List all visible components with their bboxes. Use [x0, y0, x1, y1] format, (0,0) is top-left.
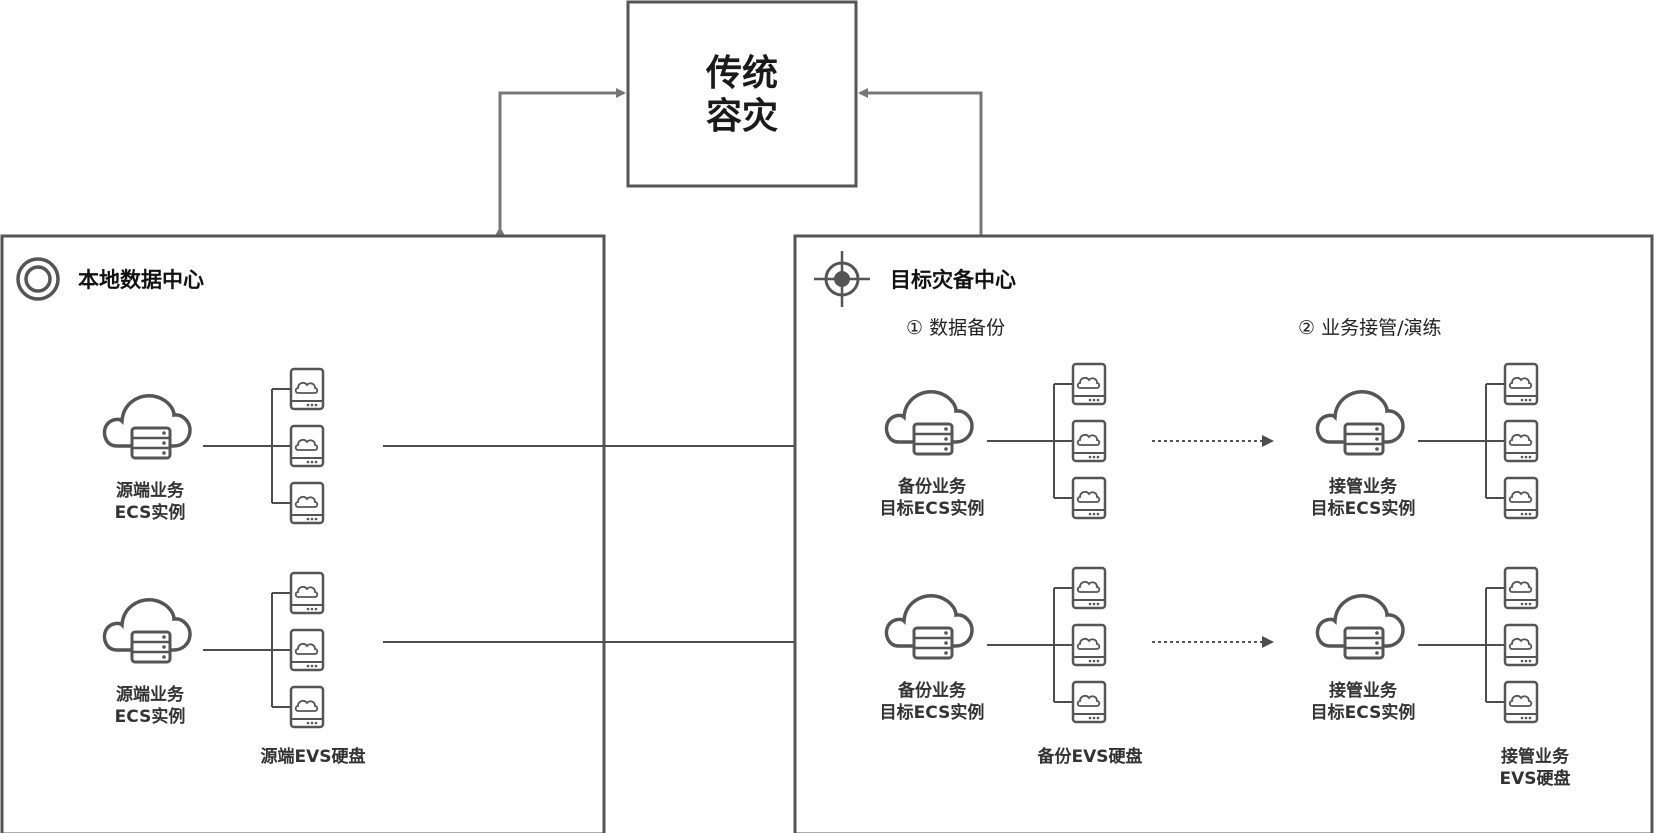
source-instance-label-2a: 源端业务	[116, 684, 185, 705]
step-data-backup: ① 数据备份	[906, 317, 1005, 339]
backup-instance-label-1b: 目标ECS实例	[880, 498, 985, 519]
connector-right	[858, 88, 986, 241]
backup-instance-label-2a: 备份业务	[897, 680, 967, 701]
traditional-dr-title-line2: 容灾	[706, 96, 778, 137]
traditional-dr-title-line1: 传统	[705, 53, 778, 94]
backup-instance-label-1a: 备份业务	[897, 476, 967, 497]
takeover-disk-label-a: 接管业务	[1501, 746, 1570, 767]
traditional-dr-box	[626, 0, 858, 188]
takeover-disk-label-b: EVS硬盘	[1499, 768, 1570, 789]
target-dc-box	[793, 234, 1654, 833]
target-dc-title: 目标灾备中心	[890, 268, 1016, 292]
takeover-instance-label-1a: 接管业务	[1329, 476, 1398, 497]
takeover-instance-label-2a: 接管业务	[1329, 680, 1398, 701]
source-disk-label: 源端EVS硬盘	[260, 746, 365, 767]
source-instance-label-1a: 源端业务	[116, 480, 185, 501]
backup-instance-label-2b: 目标ECS实例	[880, 702, 985, 723]
crosshair-icon	[814, 251, 870, 307]
takeover-instance-label-2b: 目标ECS实例	[1311, 702, 1416, 723]
backup-disk-label: 备份EVS硬盘	[1036, 746, 1142, 767]
local-dc-title: 本地数据中心	[78, 268, 204, 292]
takeover-instance-label-1b: 目标ECS实例	[1311, 498, 1416, 519]
source-instance-label-1b: ECS实例	[115, 502, 186, 523]
target-ring-icon	[16, 257, 60, 301]
step-takeover-drill: ② 业务接管/演练	[1298, 317, 1441, 339]
connector-left	[495, 88, 626, 236]
local-dc-box	[0, 234, 606, 833]
source-instance-label-2b: ECS实例	[115, 706, 186, 727]
